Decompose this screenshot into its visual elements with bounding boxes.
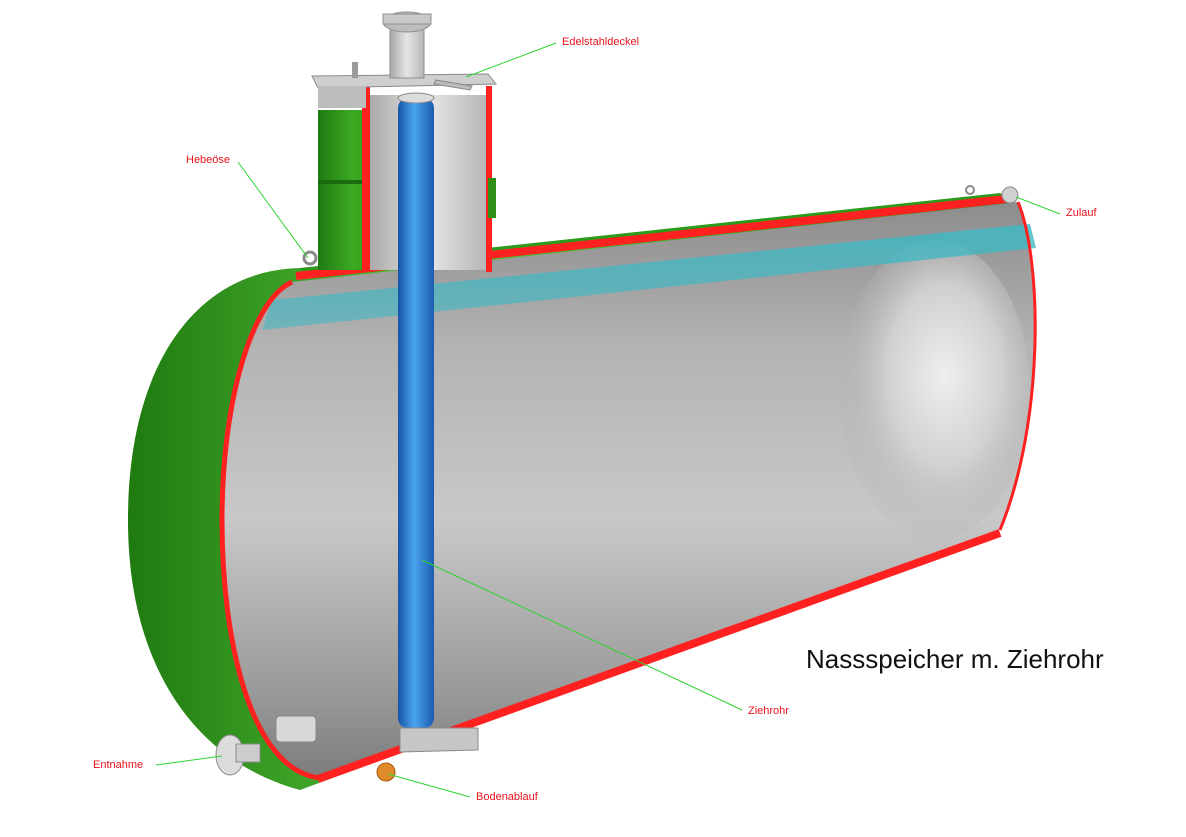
water-level-band — [262, 224, 1036, 330]
inlet-fitting — [1001, 186, 1019, 204]
label-lifting-eye: Hebeöse — [186, 154, 231, 166]
label-lid: Edelstahldeckel — [562, 36, 640, 48]
leader-bottom-drain — [387, 773, 471, 798]
lifting-eye-left — [302, 250, 318, 266]
leader-lines — [155, 42, 1061, 798]
label-inlet: Zulauf — [1066, 207, 1097, 219]
leader-inlet — [1015, 196, 1061, 215]
cut-edge-left — [219, 279, 321, 781]
leader-suction-pipe — [421, 559, 743, 711]
suction-pipe — [398, 98, 434, 728]
leader-outlet — [155, 755, 223, 766]
label-suction-pipe: Ziehrohr — [748, 705, 789, 717]
bottom-drain-fitting — [376, 762, 396, 782]
dome-highlight — [840, 240, 1030, 540]
bottom-sump — [399, 727, 479, 753]
leader-lid — [465, 42, 557, 78]
label-outlet: Entnahme — [93, 759, 144, 771]
diagram-title: Nassspeicher m. Ziehrohr — [806, 644, 1104, 674]
leader-lifting-eye — [237, 161, 309, 259]
label-bottom-drain: Bodenablauf — [476, 791, 538, 803]
outlet-coupling — [275, 715, 317, 743]
cut-edge-right — [998, 201, 1037, 531]
lifting-eye-right — [965, 185, 975, 195]
